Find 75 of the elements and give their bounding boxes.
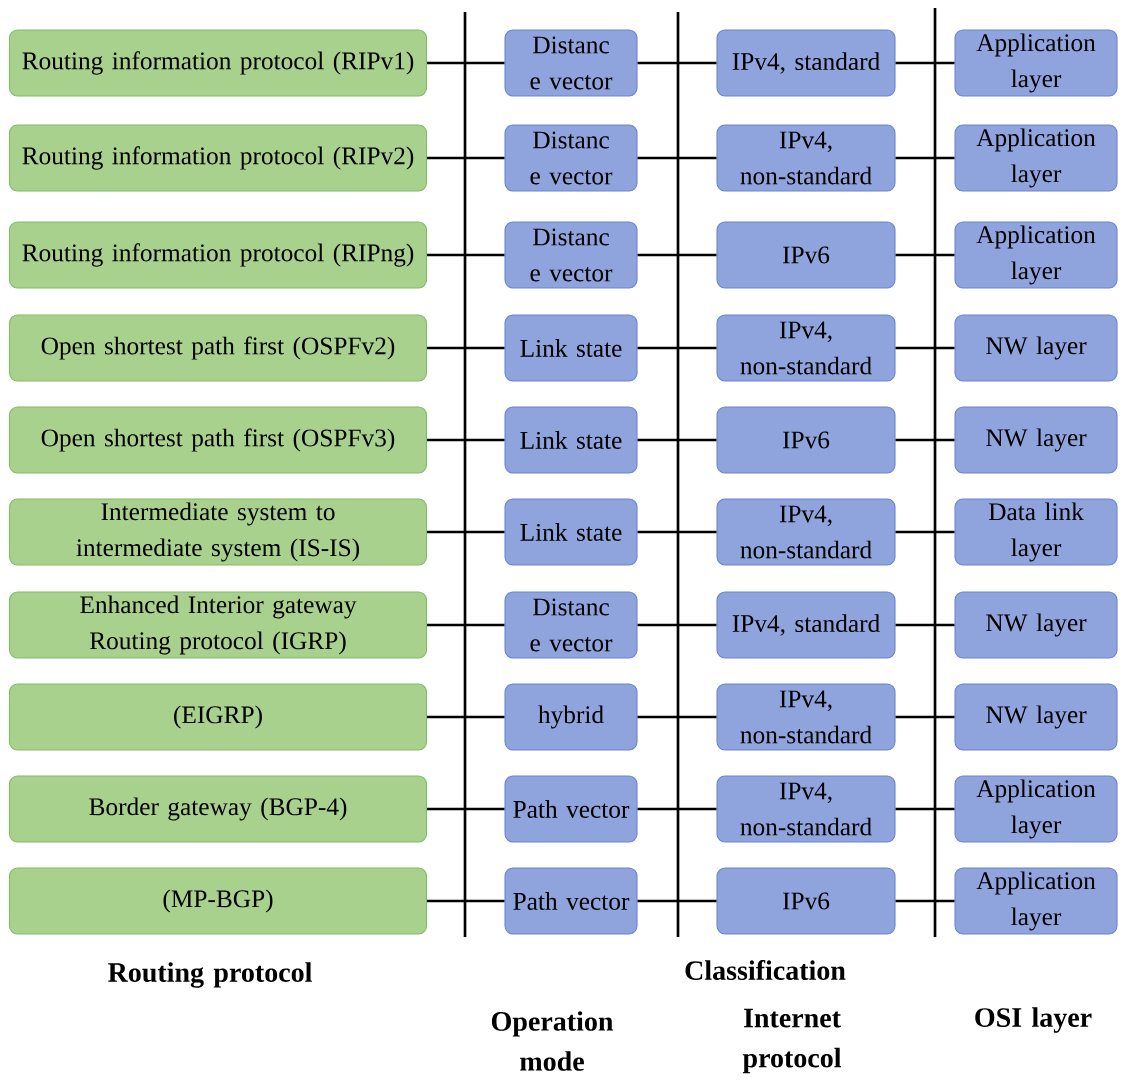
connector-line [895,623,955,627]
connector-line [427,438,505,442]
mode-box: hybrid [504,683,638,751]
connector-line [427,530,505,534]
protocol-version-box: IPv4, non-standard [716,498,896,566]
connector-line [637,899,717,903]
column-heading: Operation mode [491,1011,614,1071]
protocol-box: Open shortest path first (OSPFv2) [8,314,428,382]
protocol-box: Open shortest path first (OSPFv3) [8,406,428,474]
mode-box: Distanc e vector [504,221,638,289]
connector-line [637,346,717,350]
connector-line [637,807,717,811]
connector-line [895,715,955,719]
connector-line [895,61,955,65]
mode-box: Distanc e vector [504,29,638,97]
protocol-version-box: IPv4, non-standard [716,124,896,192]
connector-line [895,899,955,903]
connector-line [895,253,955,257]
connector-line [637,623,717,627]
connector-line [895,807,955,811]
connector-line [427,807,505,811]
mode-box: Path vector [504,867,638,935]
protocol-version-box: IPv4, standard [716,591,896,659]
layer-box: Application layer [954,29,1118,97]
protocol-version-box: IPv6 [716,867,896,935]
layer-box: Application layer [954,221,1118,289]
protocol-box: Border gateway (BGP-4) [8,775,428,843]
protocol-version-box: IPv4, non-standard [716,775,896,843]
connector-line [895,530,955,534]
connector-line [637,715,717,719]
connector-line [427,623,505,627]
connector-line [637,438,717,442]
layer-box: Application layer [954,124,1118,192]
protocol-box: (MP-BGP) [8,867,428,935]
protocol-version-box: IPv4, non-standard [716,314,896,382]
mode-box: Link state [504,498,638,566]
connector-line [427,715,505,719]
connector-line [895,438,955,442]
mode-box: Path vector [504,775,638,843]
protocol-box: Intermediate system to intermediate system (IS-IS) [8,498,428,566]
protocol-version-box: IPv4, standard [716,29,896,97]
connector-line [427,61,505,65]
connector-line [895,346,955,350]
layer-box: Application layer [954,867,1118,935]
connector-line [427,346,505,350]
mode-box: Link state [504,314,638,382]
connector-line [895,156,955,160]
protocol-box: Enhanced Interior gateway Routing protocol (IGRP) [8,591,428,659]
layer-box: NW layer [954,314,1118,382]
connector-line [637,253,717,257]
mode-box: Distanc e vector [504,591,638,659]
protocol-box: Routing information protocol (RIPng) [8,221,428,289]
column-heading: Routing protocol [108,962,312,988]
column-heading: Internet protocol [742,1008,842,1074]
column-heading: Classification [685,960,846,980]
mode-box: Link state [504,406,638,474]
connector-line [637,61,717,65]
protocol-version-box: IPv6 [716,406,896,474]
protocol-version-box: IPv4, non-standard [716,683,896,751]
layer-box: Application layer [954,775,1118,843]
connector-line [637,530,717,534]
connector-line [427,253,505,257]
connector-line [637,156,717,160]
mode-box: Distanc e vector [504,124,638,192]
layer-box: NW layer [954,683,1118,751]
protocol-box: Routing information protocol (RIPv2) [8,124,428,192]
connector-line [427,899,505,903]
column-heading: OSI layer [975,1007,1092,1033]
layer-box: NW layer [954,591,1118,659]
layer-box: NW layer [954,406,1118,474]
layer-box: Data link layer [954,498,1118,566]
protocol-box: Routing information protocol (RIPv1) [8,29,428,97]
protocol-box: (EIGRP) [8,683,428,751]
connector-line [427,156,505,160]
protocol-version-box: IPv6 [716,221,896,289]
